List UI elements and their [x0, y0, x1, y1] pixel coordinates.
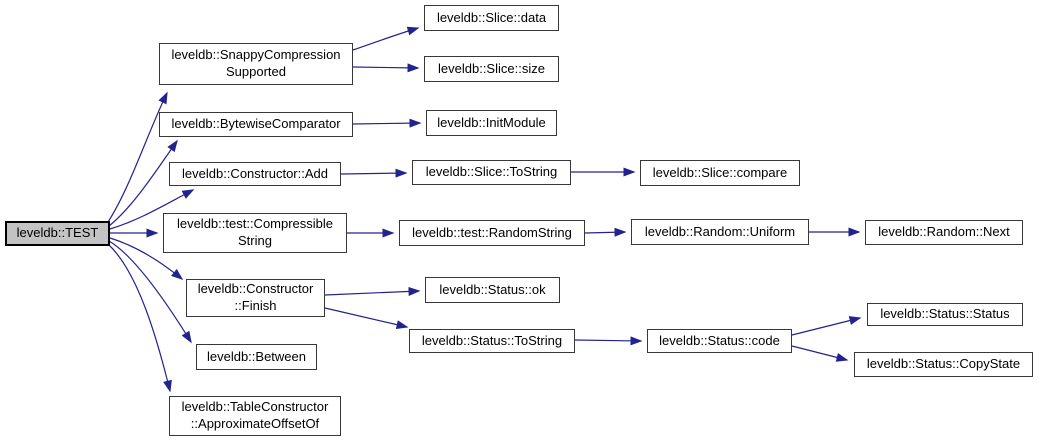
edge-test-to-snappy-compression-supported — [107, 91, 168, 223]
node-status-tostring[interactable]: leveldb::Status::ToString — [409, 329, 575, 353]
edge-status-code-to-status-status — [791, 316, 862, 336]
node-constructor-finish[interactable]: leveldb::Constructor ::Finish — [186, 279, 325, 317]
node-between[interactable]: leveldb::Between — [196, 344, 317, 370]
edge-test-to-bytewise-comparator — [108, 139, 178, 227]
node-snappy-compression-supported[interactable]: leveldb::SnappyCompression Supported — [159, 43, 353, 85]
node-random-next[interactable]: leveldb::Random::Next — [865, 220, 1023, 245]
node-leveldb-test: leveldb::TEST — [5, 221, 110, 246]
node-slice-data[interactable]: leveldb::Slice::data — [424, 5, 559, 31]
edge-random-string-to-random-uniform — [584, 227, 627, 237]
edge-bytewise-to-init-module — [352, 118, 422, 128]
edge-constructor-finish-to-status-tostring — [324, 307, 409, 330]
node-test-random-string[interactable]: leveldb::test::RandomString — [399, 220, 585, 246]
node-test-compressible-string[interactable]: leveldb::test::Compressible String — [163, 213, 347, 253]
edge-status-code-to-status-copy-state — [791, 345, 849, 362]
node-bytewise-comparator[interactable]: leveldb::BytewiseComparator — [159, 112, 353, 137]
node-status-copy-state[interactable]: leveldb::Status::CopyState — [854, 352, 1033, 377]
node-slice-compare[interactable]: leveldb::Slice::compare — [640, 160, 800, 186]
edge-constructor-add-to-slice-tostring — [340, 168, 408, 178]
edge-snappy-to-slice-size — [352, 63, 420, 73]
node-init-module[interactable]: leveldb::InitModule — [426, 110, 557, 136]
node-random-uniform[interactable]: leveldb::Random::Uniform — [631, 219, 809, 245]
node-table-constructor-approximate-offset-of[interactable]: leveldb::TableConstructor ::ApproximateO… — [169, 396, 341, 436]
edge-constructor-finish-to-status-ok — [324, 286, 421, 296]
node-status-code[interactable]: leveldb::Status::code — [647, 329, 792, 353]
node-status-ok[interactable]: leveldb::Status::ok — [425, 277, 560, 303]
node-slice-size[interactable]: leveldb::Slice::size — [424, 56, 559, 82]
node-status-status[interactable]: leveldb::Status::Status — [867, 303, 1023, 326]
node-slice-tostring[interactable]: leveldb::Slice::ToString — [412, 160, 571, 185]
edge-snappy-to-slice-data — [352, 26, 420, 51]
edge-test-to-constructor-finish — [109, 237, 184, 280]
edge-test-to-constructor-add — [109, 189, 195, 230]
edge-status-tostring-to-status-code — [574, 336, 643, 346]
edge-test-to-table-constructor-approximate-offset-of — [107, 243, 172, 393]
node-constructor-add[interactable]: leveldb::Constructor::Add — [169, 162, 341, 186]
edge-test-to-between — [108, 240, 192, 344]
